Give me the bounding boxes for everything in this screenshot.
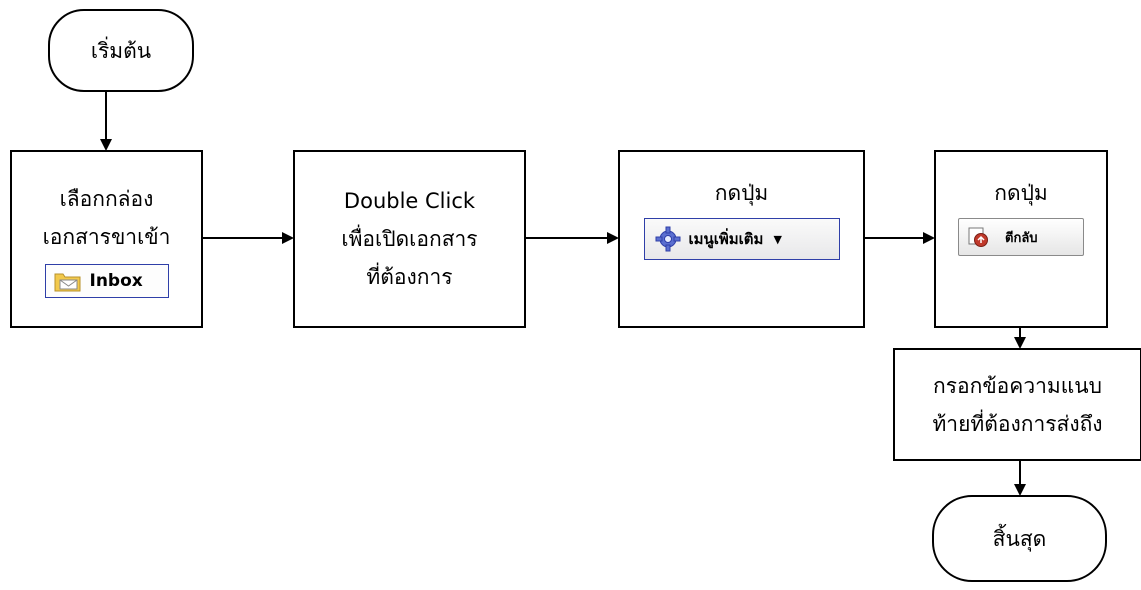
more-menu-button-label: เมนูเพิ่มเติม bbox=[688, 230, 764, 248]
return-button-label: ตีกลับ bbox=[1005, 230, 1038, 246]
start-terminal: เริ่มต้น bbox=[48, 9, 194, 92]
inbox-button-label: Inbox bbox=[89, 271, 143, 291]
step3-line-1: กดปุ่ม bbox=[714, 181, 769, 205]
chevron-down-icon: ▼ bbox=[773, 232, 782, 246]
end-terminal: สิ้นสุด bbox=[932, 495, 1107, 582]
step5-line-2: ท้ายที่ต้องการส่งถึง bbox=[932, 411, 1103, 436]
step1-line-1: เลือกกล่อง bbox=[59, 187, 154, 211]
gear-icon bbox=[655, 226, 680, 252]
step-select-inbox: เลือกกล่อง เอกสารขาเข้า Inbox bbox=[10, 150, 203, 328]
step-fill-attached-message: กรอกข้อความแนบ ท้ายที่ต้องการส่งถึง bbox=[893, 348, 1141, 461]
step-open-document: Double Click เพื่อเปิดเอกสาร ที่ต้องการ bbox=[293, 150, 526, 328]
folder-mail-icon bbox=[54, 273, 80, 292]
return-button: ตีกลับ bbox=[958, 218, 1084, 256]
step-press-return: กดปุ่ม ตีกลับ bbox=[934, 150, 1108, 328]
step1-line-2: เอกสารขาเข้า bbox=[42, 225, 171, 249]
more-menu-button: เมนูเพิ่มเติม ▼ bbox=[643, 218, 840, 260]
step2-line-2: เพื่อเปิดเอกสาร bbox=[341, 227, 478, 251]
inbox-button: Inbox bbox=[44, 264, 169, 298]
return-document-icon bbox=[968, 227, 988, 247]
step2-line-1: Double Click bbox=[343, 189, 476, 213]
start-label: เริ่มต้น bbox=[90, 38, 152, 63]
step4-line-1: กดปุ่ม bbox=[994, 181, 1048, 205]
step2-line-3: ที่ต้องการ bbox=[366, 265, 453, 289]
step5-line-1: กรอกข้อความแนบ bbox=[933, 373, 1102, 398]
end-label: สิ้นสุด bbox=[992, 526, 1047, 551]
step-press-more-menu: กดปุ่ม เมนูเพิ่มเติม ▼ bbox=[618, 150, 865, 328]
